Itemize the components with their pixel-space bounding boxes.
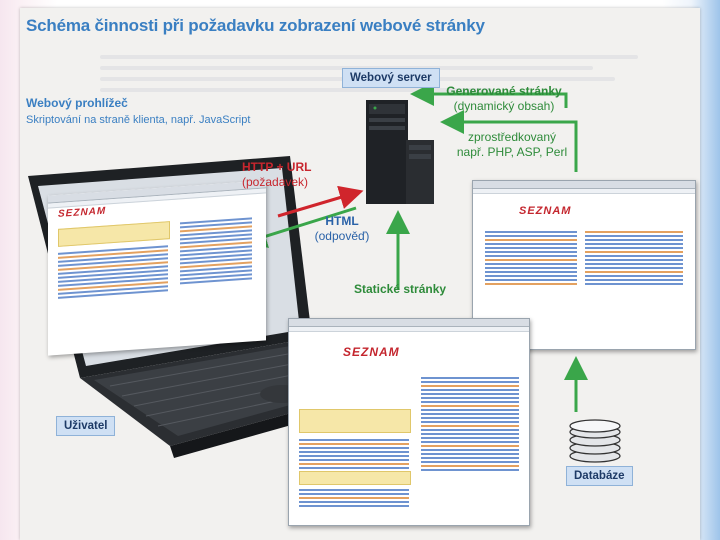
response-heading: HTML <box>325 214 359 228</box>
database-label: Databáze <box>566 466 633 486</box>
static-pages-heading: Statické stránky <box>354 282 447 296</box>
generated-pages-subtext: (dynamický obsah) <box>453 99 555 113</box>
scanned-page: Schéma činnosti při požadavku zobrazení … <box>20 8 700 540</box>
site-logo: SEZNAM <box>58 205 107 220</box>
laptop-screen-page: SEZNAM <box>48 180 266 356</box>
request-label: HTTP + URL (požadavek) <box>242 160 311 190</box>
request-subtext: (požadavek) <box>242 175 309 189</box>
static-page-window: SEZNAM <box>288 318 530 526</box>
intermediary-line2: např. PHP, ASP, Perl <box>456 145 568 159</box>
site-logo-generated: SEZNAM <box>519 205 572 217</box>
browser-subtext: Skriptování na straně klienta, např. Jav… <box>26 114 251 126</box>
static-pages-label: Statické stránky <box>354 282 446 297</box>
site-logo-static: SEZNAM <box>343 345 400 359</box>
page-title: Schéma činnosti při požadavku zobrazení … <box>26 16 485 35</box>
user-label: Uživatel <box>56 416 116 436</box>
generated-pages-heading: Generované stránky <box>446 84 562 98</box>
generated-pages-label: Generované stránky (dynamický obsah) <box>444 84 564 114</box>
request-heading: HTTP + URL <box>242 160 312 174</box>
response-subtext: (odpověď) <box>314 229 370 243</box>
browser-heading: Webový prohlížeč <box>26 96 128 110</box>
intermediary-label: zprostředkovaný např. PHP, ASP, Perl <box>450 130 574 160</box>
arrows <box>242 82 588 412</box>
response-label: HTML (odpověď) <box>314 214 370 244</box>
web-server-label: Webový server <box>342 68 440 88</box>
server-tower-illustration <box>366 100 434 204</box>
database-cylinder-icon <box>569 419 621 463</box>
intermediary-line1: zprostředkovaný <box>467 130 557 144</box>
